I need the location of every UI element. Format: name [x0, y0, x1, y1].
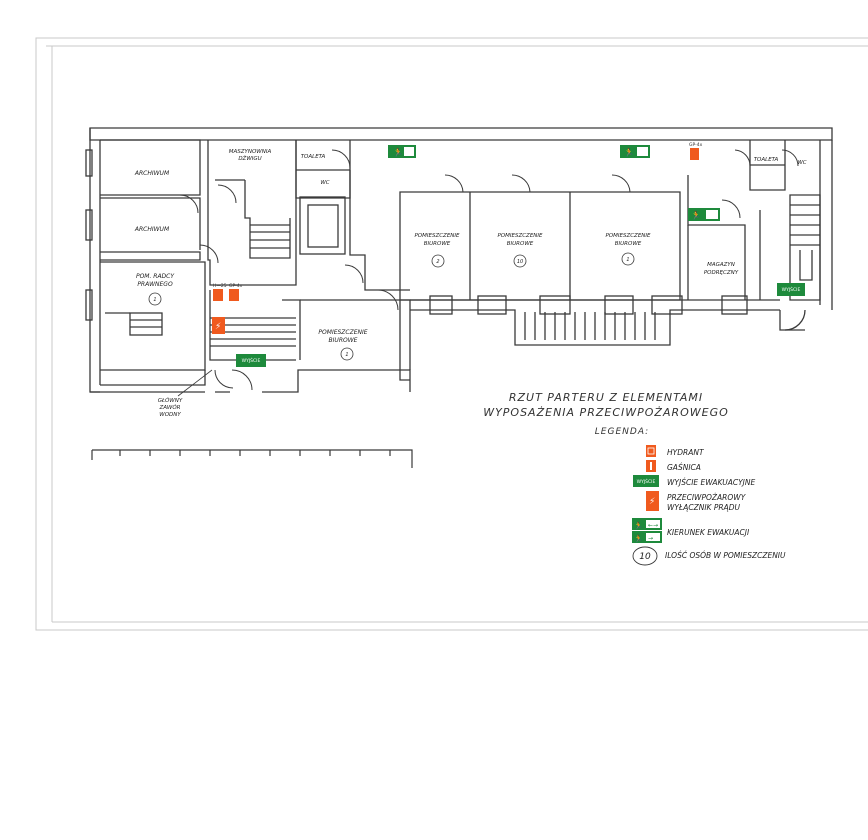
legend-label-power-switch-1: PRZECIWPOŻAROWY [667, 493, 747, 502]
legend-item-exit: WYJŚCIE WYJŚCIE EWAKUACYJNE [633, 475, 755, 487]
title-line-1: RZUT PARTERU Z ELEMENTAMI [509, 391, 703, 404]
power-switch-icon [646, 491, 659, 511]
occupancy-circle-icon [431, 254, 445, 268]
exit-sign-icon: WYJŚCIE [236, 354, 266, 367]
exit-sign-icon [633, 475, 659, 487]
room-biuro-a-label-2: BIUROWE [424, 241, 451, 247]
legend-label-extinguisher: GAŚNICA [667, 463, 701, 472]
power-switch-icon [212, 317, 225, 334]
svg-text:🏃: 🏃 [691, 210, 701, 220]
svg-text:🏃: 🏃 [624, 147, 634, 157]
evacuation-direction-icon: 🏃 [688, 208, 720, 221]
room-magazyn-label-2: PODRĘCZNY [704, 270, 739, 276]
title-line-2: WYPOSAŻENIA PRZECIWPOŻAROWEGO [483, 406, 729, 419]
legend-item-hydrant: HYDRANT [646, 445, 705, 457]
legend-label-exit: WYJŚCIE EWAKUACYJNE [667, 478, 755, 487]
evacuation-direction-icon: 🏃 [620, 145, 650, 158]
room-wc-left-label: WC [320, 180, 329, 186]
room-wc-right-label: WC [797, 160, 806, 166]
legend-label-power-switch-2: WYŁĄCZNIK PRĄDU [667, 503, 740, 512]
building-walls [85, 127, 833, 393]
room-radca-count: 1 [153, 297, 156, 303]
svg-text:🏃: 🏃 [634, 521, 643, 530]
room-labels: ARCHIWUM ARCHIWUM POM. RADCY PRAWNEGO 1 … [134, 149, 807, 418]
legend: HYDRANT GAŚNICA WYJŚCIE WYJŚCIE EWAKUACY… [632, 445, 786, 566]
room-radca-label-1: POM. RADCY [136, 273, 175, 280]
room-biuro-a-label-1: POMIESZCZENIE [414, 233, 460, 239]
room-biuro-b-label-2: BIUROWE [507, 241, 534, 247]
lower-outline [91, 449, 413, 468]
legend-item-power-switch: ⚡ PRZECIWPOŻAROWY WYŁĄCZNIK PRĄDU [646, 491, 747, 512]
svg-text:⚡: ⚡ [215, 322, 221, 332]
room-toaleta-right-label: TOALETA [754, 157, 779, 163]
room-archiwum-2-label: ARCHIWUM [134, 226, 170, 233]
svg-text:🏃: 🏃 [634, 534, 643, 543]
legend-heading: LEGENDA: [595, 427, 649, 437]
room-biuro-small-label-1: POMIESZCZENIE [318, 329, 367, 336]
exit-sign-icon: WYJŚCIE [777, 283, 805, 296]
legend-occupancy-number: 10 [639, 552, 651, 562]
room-magazyn-label-1: MAGAZYN [707, 262, 735, 268]
main-water-valve-label-1: GŁÓWNY [158, 397, 183, 404]
gp-tag-left: GP-4x [229, 283, 243, 289]
svg-text:⚡: ⚡ [649, 497, 655, 507]
legend-item-occupancy: 10 ILOŚĆ OSÓB W POMIESZCZENIU [632, 546, 786, 566]
room-toaleta-left-label: TOALETA [301, 154, 326, 160]
room-biuro-b-count: 10 [517, 259, 523, 265]
svg-text:→: → [648, 535, 653, 542]
svg-text:🏃: 🏃 [393, 147, 403, 157]
room-biuro-c-label-1: POMIESZCZENIE [605, 233, 651, 239]
hydrant-icon [646, 445, 656, 457]
room-biuro-c-label-2: BIUROWE [615, 241, 642, 247]
room-maszynownia-label-1: MASZYNOWNIA [229, 149, 272, 155]
gp-tag-right: GP-4x [689, 142, 703, 148]
main-water-valve-label-2: ZAWÓR [158, 404, 180, 411]
legend-label-hydrant: HYDRANT [667, 448, 705, 457]
occupancy-circle-icon [621, 252, 635, 266]
legend-label-occupancy: ILOŚĆ OSÓB W POMIESZCZENIU [665, 551, 786, 560]
occupancy-circle-icon [148, 292, 162, 306]
room-biuro-small-count: 1 [345, 352, 348, 358]
svg-text:WYJŚCIE: WYJŚCIE [782, 286, 801, 293]
evacuation-direction-icon: 🏃 [388, 145, 416, 158]
extinguisher-icon [229, 289, 239, 301]
occupancy-circle-icon [340, 347, 354, 361]
drawing-frame [35, 37, 868, 631]
valve-leader-line [177, 369, 213, 397]
main-water-valve-label-3: WODNY [159, 412, 181, 418]
occupancy-circle-icon [513, 254, 527, 268]
extinguisher-icon [690, 148, 699, 160]
room-biuro-a-count: 2 [436, 259, 439, 265]
hydrant-tag: H—25 [213, 283, 227, 289]
room-maszynownia-label-2: DŹWIGU [238, 154, 261, 162]
svg-text:←→: ←→ [648, 522, 658, 529]
plan-signs: 🏃 🏃 🏃 H—25 GP-4x ⚡ GP-4x WYJŚCIE WY [212, 142, 805, 367]
svg-text:WYJŚCIE: WYJŚCIE [242, 357, 261, 364]
drawing-title: RZUT PARTERU Z ELEMENTAMI WYPOSAŻENIA PR… [483, 391, 729, 437]
legend-item-extinguisher: GAŚNICA [646, 460, 701, 472]
room-biuro-c-count: 1 [626, 257, 629, 263]
evacuation-direction-icon: ←→ → 🏃 🏃 [632, 518, 662, 543]
room-radca-label-2: PRAWNEGO [137, 281, 173, 288]
door-swings [179, 149, 799, 391]
legend-label-evacuation-direction: KIERUNEK EWAKUACJI [667, 528, 750, 537]
legend-item-evacuation-direction: ←→ → 🏃 🏃 KIERUNEK EWAKUACJI [632, 518, 750, 543]
room-biuro-small-label-2: BIUROWE [329, 337, 358, 344]
occupancy-circle-icon [632, 546, 658, 566]
hydrant-icon [213, 289, 223, 301]
room-biuro-b-label-1: POMIESZCZENIE [497, 233, 543, 239]
room-archiwum-1-label: ARCHIWUM [134, 170, 170, 177]
svg-text:WYJŚCIE: WYJŚCIE [637, 478, 656, 485]
